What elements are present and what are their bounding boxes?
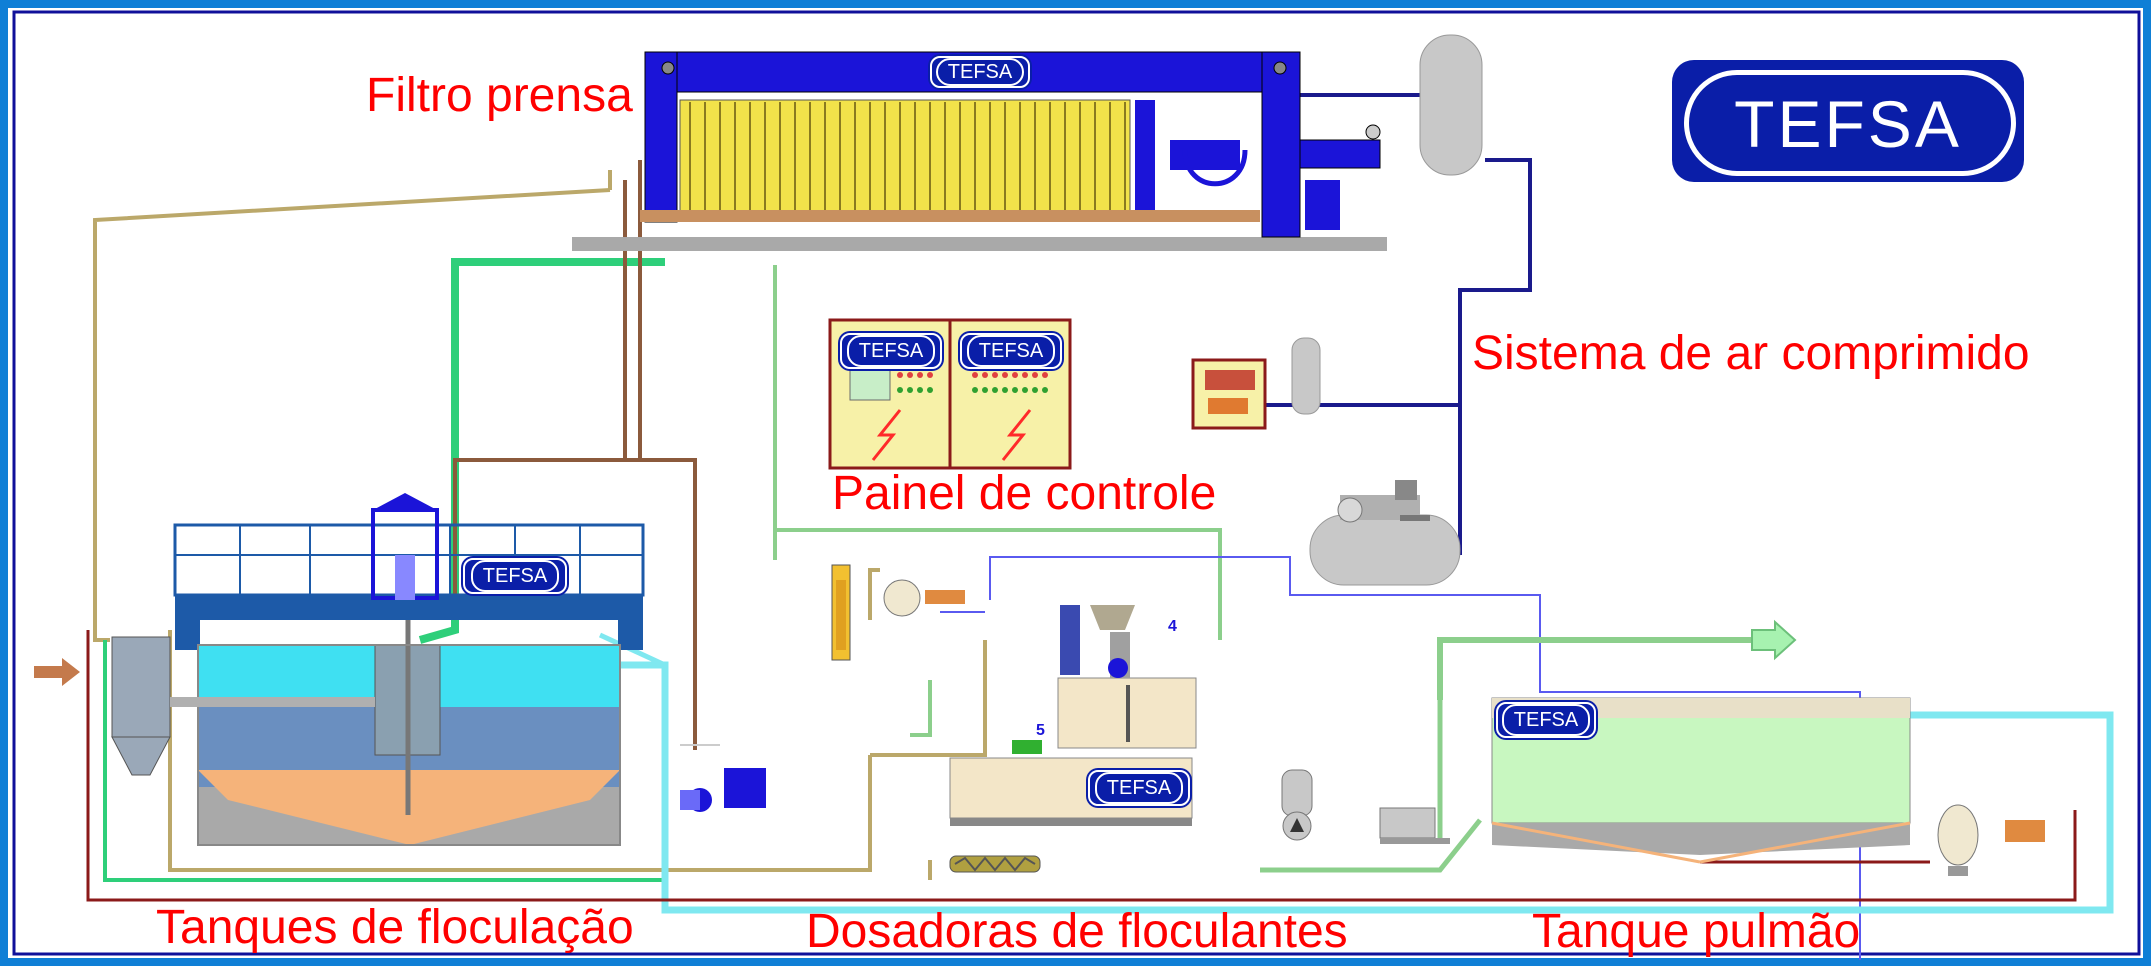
- pipe-thin-blue: [989, 556, 1861, 960]
- pipe-lightgreen: [773, 265, 1222, 640]
- tag-text: TEFSA: [1094, 772, 1184, 804]
- air-receiver-small: [1291, 337, 1321, 415]
- label-control-panel: Painel de controle: [832, 467, 1217, 520]
- transfer-pump: [1281, 769, 1313, 841]
- tag-text: TEFSA: [966, 335, 1056, 367]
- inner-frame: [12, 10, 2141, 956]
- screw-conveyor: [949, 855, 1041, 873]
- air-treatment-unit: [1191, 358, 1267, 430]
- polymer-column: [831, 564, 851, 661]
- label-filter-press: Filtro prensa: [366, 69, 633, 122]
- danger-bolt-icon: [871, 409, 902, 461]
- tag-text: TEFSA: [1501, 704, 1591, 736]
- label-buffer-tank: Tanque pulmão: [1532, 905, 1861, 958]
- tefsa-tag-buffer: TEFSA: [1496, 702, 1596, 738]
- label-air-system: Sistema de ar comprimido: [1472, 327, 2030, 380]
- pipes: [86, 93, 2114, 960]
- feed-pump: [1379, 807, 1450, 844]
- pipe-brown-2: [625, 458, 697, 750]
- flocculant-doser-upper: [1057, 605, 1197, 749]
- inlet-arrow: [34, 658, 80, 686]
- pipe-brown-1: [453, 180, 627, 620]
- sludge-pump: [680, 768, 766, 812]
- logo-text: TEFSA: [1734, 87, 1962, 161]
- buffer-tank: [1491, 697, 1911, 864]
- outlet-arrow: [1751, 619, 1797, 661]
- tefsa-logo: TEFSA: [1672, 60, 2024, 182]
- tefsa-tag-tank: TEFSA: [463, 558, 567, 594]
- pipe-green-press: [418, 258, 665, 644]
- tefsa-tag-doser: TEFSA: [1088, 770, 1190, 806]
- tefsa-tag-panel-right: TEFSA: [960, 333, 1062, 369]
- pipe-olive-low: [168, 630, 872, 872]
- metering-pump-small: [883, 579, 965, 617]
- air-compressor: [1309, 480, 1461, 586]
- filter-plates: [689, 102, 1126, 213]
- pipe-green-low: [103, 640, 665, 882]
- label-flocculant-dosers: Dosadoras de floculantes: [806, 905, 1348, 958]
- pipe-cyan: [620, 661, 2114, 914]
- tag-text: TEFSA: [846, 335, 936, 367]
- logo-oval: [1684, 70, 2016, 176]
- tag-text: TEFSA: [470, 560, 560, 592]
- label-flocculation-tanks: Tanques de floculação: [156, 901, 634, 954]
- pipe-olive-left: [93, 188, 611, 642]
- tefsa-tag-panel-left: TEFSA: [840, 333, 942, 369]
- tefsa-tag-press: TEFSA: [930, 56, 1030, 88]
- danger-bolt-icon: [1001, 409, 1032, 461]
- flocculation-tank: [111, 493, 645, 846]
- pipe-darkred: [86, 630, 2077, 902]
- tag-text: TEFSA: [935, 58, 1025, 86]
- diaphragm-pump: [1937, 804, 2045, 876]
- pipe-air-2: [1458, 158, 1532, 555]
- doser-number-5: 5: [1036, 722, 1045, 739]
- air-receiver-large: [1419, 34, 1483, 176]
- doser-number-4: 4: [1168, 618, 1177, 635]
